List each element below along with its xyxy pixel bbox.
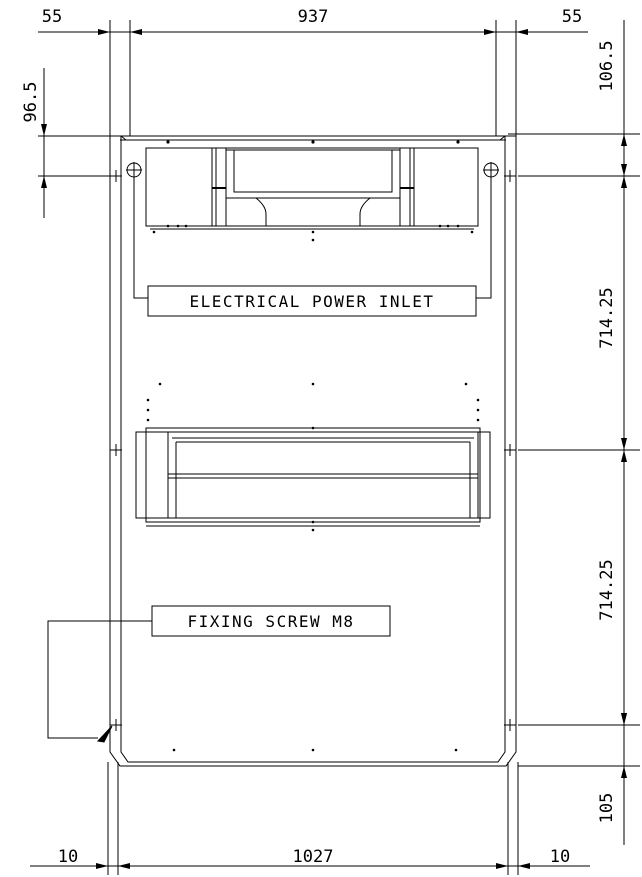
fixing-screw-mid-left xyxy=(110,444,122,456)
middle-unit xyxy=(135,427,491,527)
power-inlet-left xyxy=(126,162,142,178)
dimension-labels: 55 937 55 96.5 106.5 714.25 714.25 105 1… xyxy=(21,7,617,867)
dim-right-bottom-offset: 105 xyxy=(597,793,617,824)
power-inlet-label: ELECTRICAL POWER INLET xyxy=(190,292,435,311)
dim-right-pitch-upper: 714.25 xyxy=(597,287,617,348)
power-inlet-right xyxy=(483,162,499,178)
dim-left-offset: 96.5 xyxy=(21,82,41,123)
dim-bottom-left-margin: 10 xyxy=(58,847,78,867)
top-unit xyxy=(145,147,479,230)
fixing-screws xyxy=(110,170,516,731)
power-inlet-leaders xyxy=(133,178,492,317)
dim-bottom-width: 1027 xyxy=(293,847,334,867)
mounting-holes xyxy=(146,140,480,752)
fixing-screw-label: FIXING SCREW M8 xyxy=(188,612,355,631)
fixing-screw-leader xyxy=(47,605,391,743)
dim-right-top-offset: 106.5 xyxy=(597,40,617,91)
cabinet-outline xyxy=(109,135,517,767)
extension-lines xyxy=(38,20,640,875)
fixing-screw-bottom-left xyxy=(110,719,122,731)
dim-top-right-margin: 55 xyxy=(562,7,582,27)
fixing-screw-mid-right xyxy=(504,444,516,456)
dim-right-pitch-lower: 714.25 xyxy=(597,559,617,620)
dim-top-left-margin: 55 xyxy=(42,7,62,27)
power-inlet-label-box xyxy=(147,285,477,317)
dim-top-width: 937 xyxy=(298,7,329,27)
fixing-screw-top-left xyxy=(110,170,122,182)
fixing-screw-bottom-right xyxy=(504,719,516,731)
dim-bottom-right-margin: 10 xyxy=(550,847,570,867)
fixing-screw-top-right xyxy=(504,170,516,182)
